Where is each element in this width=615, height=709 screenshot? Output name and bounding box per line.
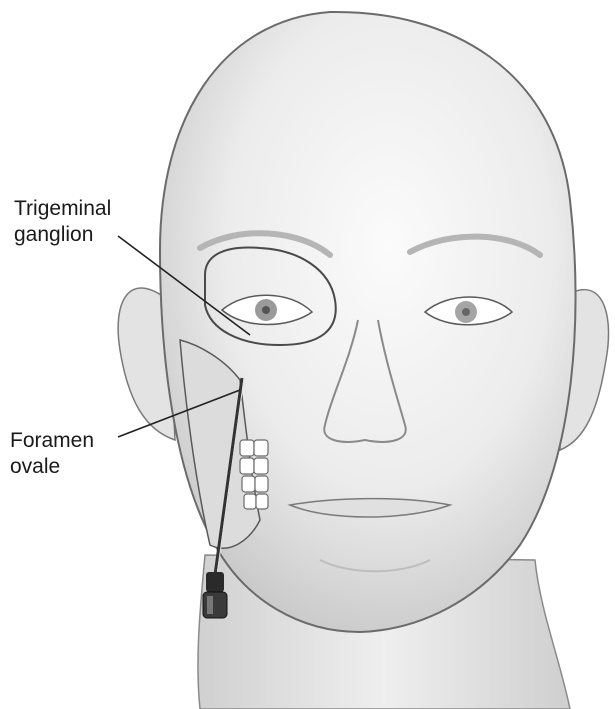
needle-hub <box>203 572 227 618</box>
label-trigeminal-line1: Trigeminal <box>14 196 111 222</box>
left-pupil <box>262 306 270 314</box>
label-foramen-line2: ovale <box>10 454 94 480</box>
label-trigeminal-ganglion: Trigeminal ganglion <box>14 196 111 248</box>
label-foramen-line1: Foramen <box>10 428 94 454</box>
right-pupil <box>462 308 470 316</box>
label-trigeminal-line2: ganglion <box>14 222 111 248</box>
label-foramen-ovale: Foramen ovale <box>10 428 94 480</box>
